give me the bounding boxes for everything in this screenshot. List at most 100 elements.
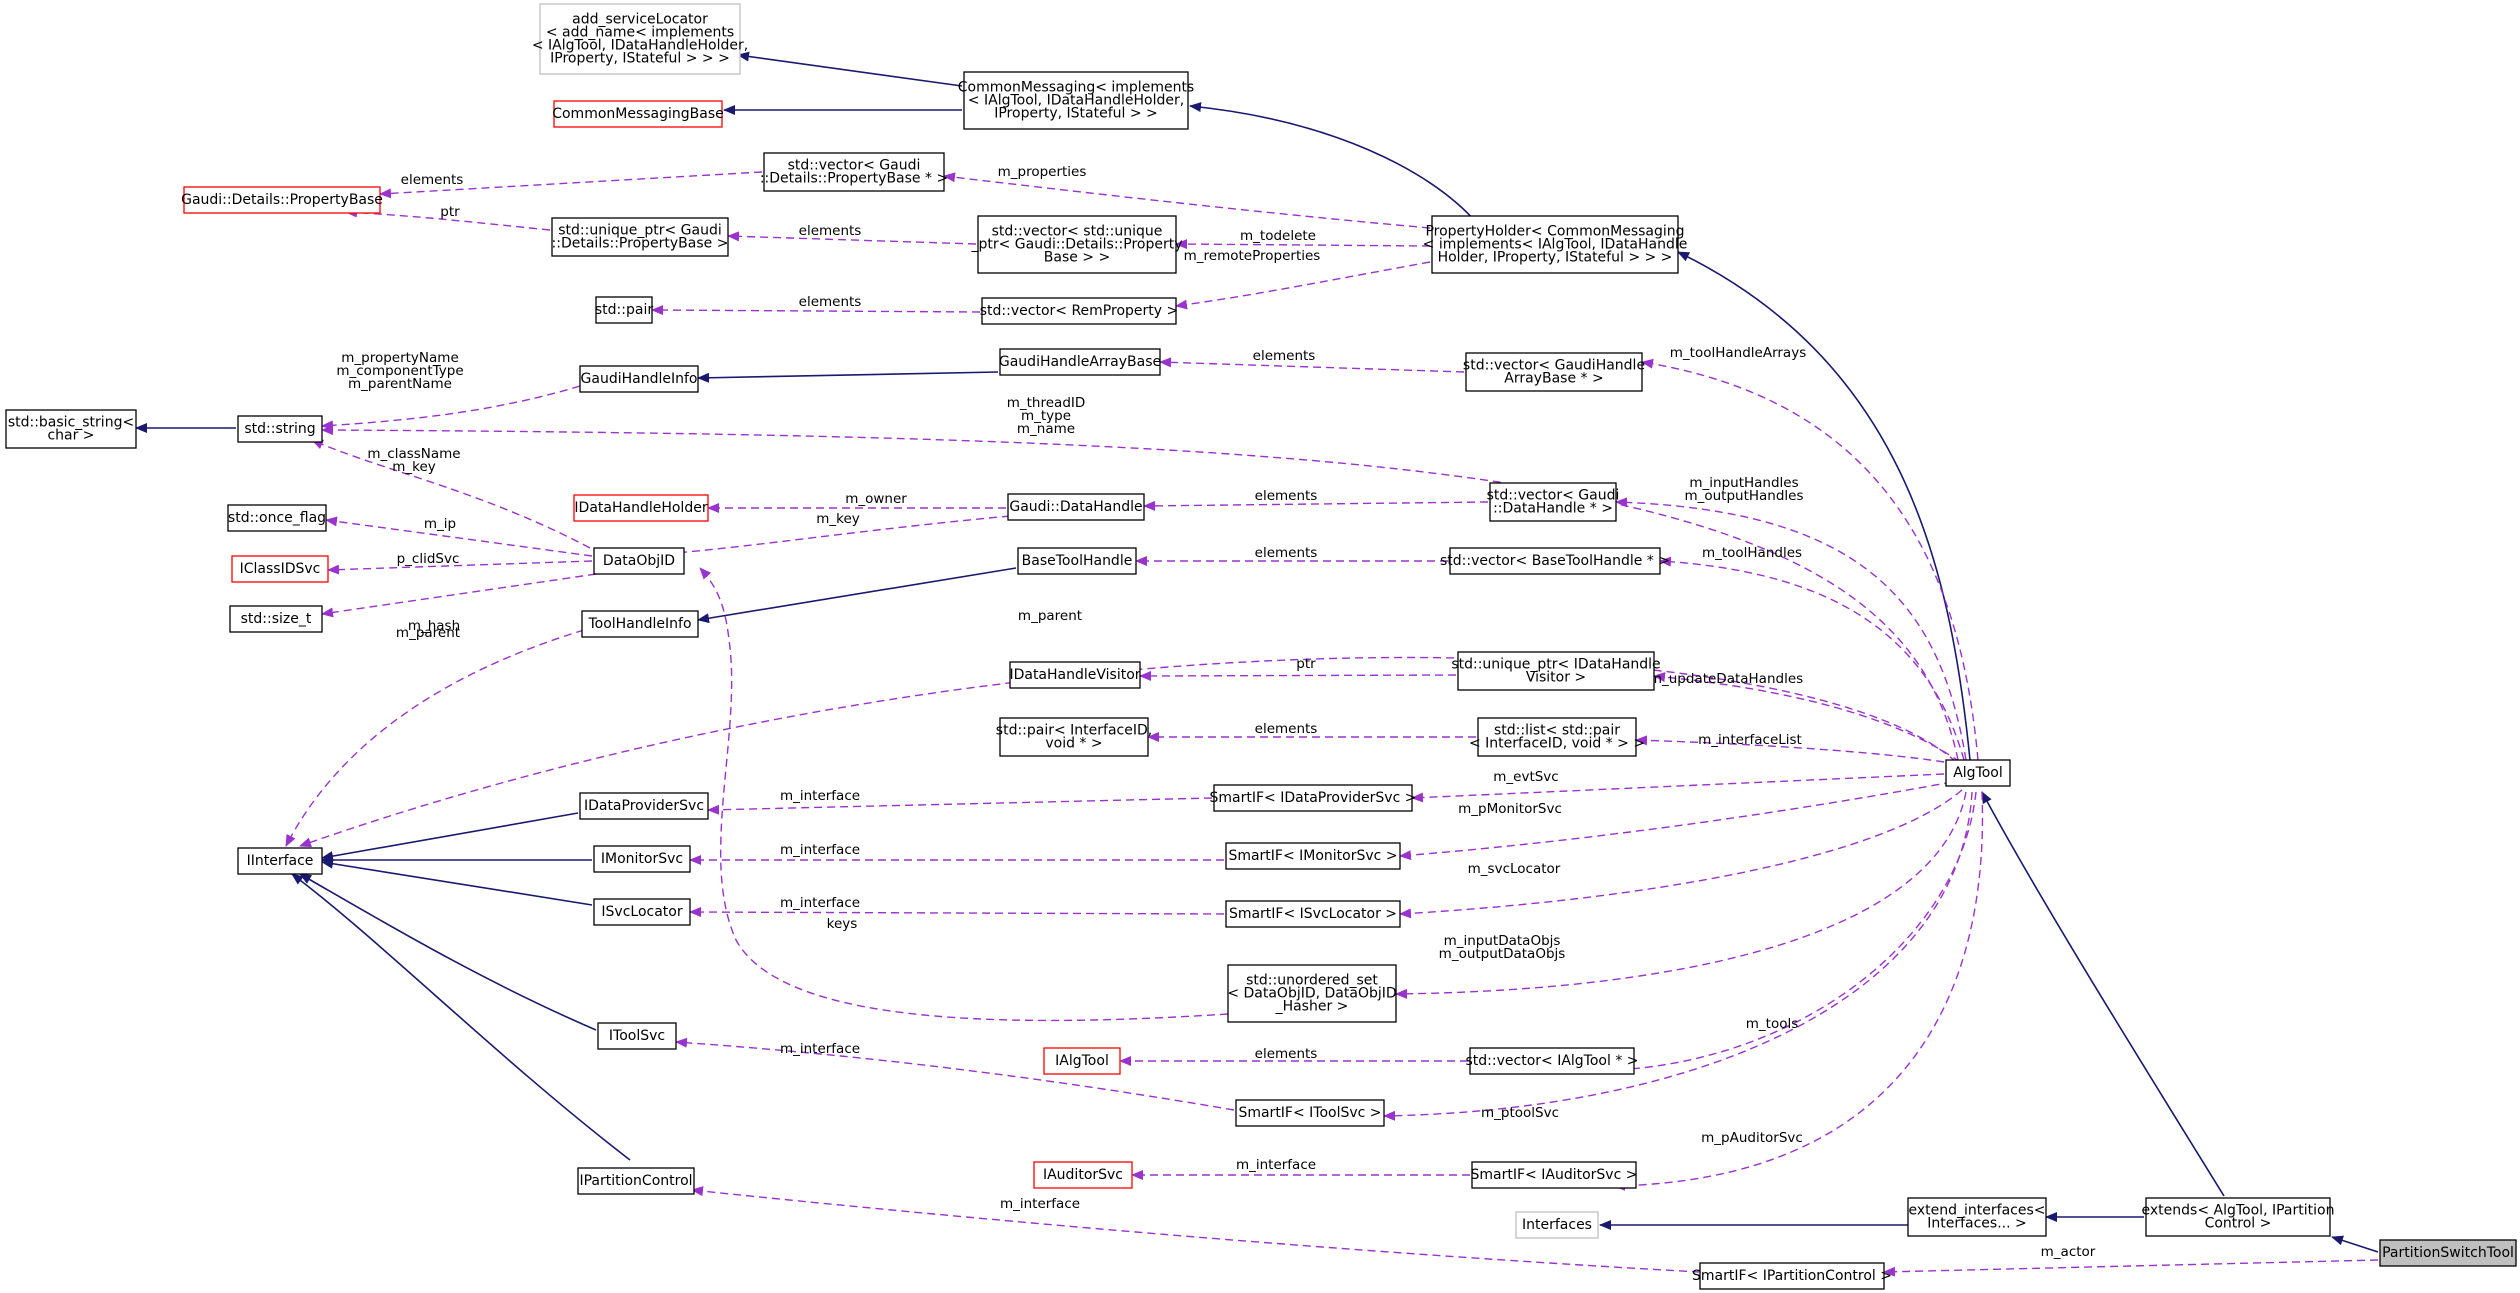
node-vector-datahandle[interactable]: std::vector< Gaudi::DataHandle * > — [1487, 482, 1620, 522]
node-add-servicelocator[interactable]: add_serviceLocator< add_name< implements… — [532, 3, 748, 75]
node-gaudihandleinfo[interactable]: GaudiHandleInfo — [579, 365, 699, 393]
node-idatahandleholder-box — [573, 494, 709, 522]
edge-vecuniquepropertybase-uniquepropertybase — [727, 231, 977, 245]
node-imonitorsvc[interactable]: IMonitorSvc — [593, 845, 691, 873]
node-pair-interfaceid[interactable]: std::pair< InterfaceID,void * > — [996, 717, 1152, 757]
node-partitionswitchtool[interactable]: PartitionSwitchTool — [2379, 1239, 2517, 1267]
node-basetoolhandle[interactable]: BaseToolHandle — [1017, 547, 1137, 575]
edge-algtool-smartifmonitor — [1399, 781, 1953, 861]
node-vector-basetoolhandle[interactable]: std::vector< BaseToolHandle * > — [1440, 547, 1670, 575]
node-toolhandleinfo[interactable]: ToolHandleInfo — [581, 610, 699, 638]
node-list-pair[interactable]: std::list< std::pair< InterfaceID, void … — [1469, 717, 1645, 757]
node-std-pair-label: std::pair — [595, 302, 653, 318]
node-vector-gaudihandlearraybase[interactable]: std::vector< GaudiHandleArrayBase * > — [1463, 352, 1645, 392]
node-add-servicelocator-label: IProperty, IStateful > > > — [550, 51, 730, 67]
node-interfaces-box — [1515, 1211, 1599, 1239]
node-basic-string[interactable]: std::basic_string<char > — [5, 409, 137, 449]
edge-label-m-pauditorsvc-line: m_pAuditorSvc — [1701, 1130, 1803, 1146]
node-idatahandlevisitor[interactable]: IDataHandleVisitor — [1009, 661, 1141, 689]
node-commonmessaging-label: IProperty, IStateful > > — [994, 106, 1158, 122]
node-isvclocator-box — [593, 898, 691, 926]
edge-label-elements-2-line: elements — [799, 223, 862, 239]
node-interfaces[interactable]: Interfaces — [1515, 1211, 1599, 1239]
node-unique-propertybase[interactable]: std::unique_ptr< Gaudi::Details::Propert… — [551, 217, 729, 257]
node-vector-remproperty-box — [981, 297, 1177, 325]
node-smartif-isvclocator-label: SmartIF< ISvcLocator > — [1229, 906, 1397, 922]
node-commonmessagingbase[interactable]: CommonMessagingBase — [552, 100, 724, 128]
node-vector-propertybase[interactable]: std::vector< Gaudi::Details::PropertyBas… — [760, 152, 948, 192]
node-gaudi-datahandle-label: Gaudi::DataHandle — [1009, 499, 1142, 515]
node-commonmessaging[interactable]: CommonMessaging< implements< IAlgTool, I… — [958, 71, 1194, 130]
node-iclassidsvc-box — [231, 555, 329, 583]
edge-label-m-svclocator-line: m_svcLocator — [1468, 861, 1561, 877]
edge-label-m-ip: m_ip — [424, 516, 456, 532]
node-vector-ialgtool-box — [1469, 1047, 1635, 1075]
edge-label-m-interface-3: m_interface — [780, 895, 860, 911]
node-propertybase[interactable]: Gaudi::Details::PropertyBase — [181, 186, 383, 214]
node-iauditorsvc[interactable]: IAuditorSvc — [1033, 1161, 1133, 1189]
edge-label-m-interface-3-line: m_interface — [780, 895, 860, 911]
node-dataobjid[interactable]: DataObjID — [593, 547, 685, 575]
node-isvclocator[interactable]: ISvcLocator — [593, 898, 691, 926]
node-algtool-box — [1945, 759, 2011, 787]
edge-label-m-remoteproperties: m_remoteProperties — [1184, 248, 1321, 264]
node-smartif-iauditorsvc[interactable]: SmartIF< IAuditorSvc > — [1471, 1161, 1638, 1189]
edge-label-m-updatedatahandles-line: m_updateDataHandles — [1649, 671, 1803, 687]
edge-smartifdataprovider-idataprovidersvc — [707, 797, 1213, 815]
node-isvclocator-label: ISvcLocator — [601, 904, 682, 920]
edge-label-ptr-2: ptr — [1296, 656, 1316, 672]
node-commonmessagingbase-label: CommonMessagingBase — [552, 106, 724, 122]
node-size-t[interactable]: std::size_t — [229, 605, 323, 633]
node-vector-basetoolhandle-label: std::vector< BaseToolHandle * > — [1440, 553, 1670, 569]
node-smartif-isvclocator[interactable]: SmartIF< ISvcLocator > — [1225, 900, 1401, 928]
edge-label-m-ptoolsvc: m_ptoolSvc — [1481, 1105, 1559, 1121]
edge-label-m-hash-line: m_hash — [408, 618, 460, 634]
node-idataprovidersvc-box — [579, 792, 709, 820]
node-algtool[interactable]: AlgTool — [1945, 759, 2011, 787]
node-ipartitioncontrol[interactable]: IPartitionControl — [577, 1167, 695, 1195]
edge-label-m-properties-line: m_properties — [998, 164, 1087, 180]
node-extends-algtool[interactable]: extends< AlgTool, IPartitionControl > — [2142, 1197, 2335, 1237]
node-gaudi-datahandle[interactable]: Gaudi::DataHandle — [1007, 493, 1145, 521]
edge-label-m-interface-6: m_interface — [1000, 1196, 1080, 1212]
edge-label-elements-1: elements — [401, 172, 464, 188]
node-smartif-ipartitioncontrol-box — [1699, 1262, 1885, 1290]
node-iinterface[interactable]: IInterface — [237, 847, 323, 875]
node-gaudihandlearraybase[interactable]: GaudiHandleArrayBase — [999, 348, 1161, 376]
node-unique-propertybase-label: ::Details::PropertyBase > — [552, 236, 729, 252]
edge-algtool-unorderedset — [1395, 791, 1967, 999]
node-iauditorsvc-box — [1033, 1161, 1133, 1189]
node-idatahandleholder[interactable]: IDataHandleHolder — [573, 494, 709, 522]
node-propertyholder[interactable]: PropertyHolder< CommonMessaging< impleme… — [1423, 215, 1688, 274]
node-extends-algtool-box — [2145, 1197, 2331, 1237]
node-itoolsvc[interactable]: IToolSvc — [597, 1022, 677, 1050]
node-smartif-ipartitioncontrol[interactable]: SmartIF< IPartitionControl > — [1692, 1262, 1892, 1290]
edge-label-elements-5-line: elements — [1255, 488, 1318, 504]
node-unique-datahandlevisitor[interactable]: std::unique_ptr< IDataHandleVisitor > — [1451, 651, 1661, 691]
node-list-pair-label: < InterfaceID, void * > > — [1469, 736, 1645, 752]
node-add-servicelocator-label: < add_name< implements — [546, 25, 734, 41]
node-gaudihandlearraybase-label: GaudiHandleArrayBase — [999, 354, 1161, 370]
node-vector-remproperty[interactable]: std::vector< RemProperty > — [980, 297, 1178, 325]
node-std-pair[interactable]: std::pair — [595, 296, 653, 324]
node-ipartitioncontrol-box — [577, 1167, 695, 1195]
node-vector-ialgtool[interactable]: std::vector< IAlgTool * > — [1466, 1047, 1639, 1075]
edge-vecpropertybase-propertybase — [379, 171, 763, 199]
node-once-flag[interactable]: std::once_flag — [227, 504, 327, 532]
node-smartif-imonitorsvc[interactable]: SmartIF< IMonitorSvc > — [1225, 842, 1401, 870]
node-idataprovidersvc[interactable]: IDataProviderSvc — [579, 792, 709, 820]
node-vector-unique-propertybase[interactable]: std::vector< std::unique_ptr< Gaudi::Det… — [970, 215, 1183, 274]
node-unordered-set[interactable]: std::unordered_set< DataObjID, DataObjID… — [1227, 964, 1397, 1023]
edge-label-m-toolhandlearrays: m_toolHandleArrays — [1670, 345, 1806, 361]
node-dataobjid-box — [593, 547, 685, 575]
node-gaudihandleinfo-label: GaudiHandleInfo — [581, 371, 698, 387]
node-smartif-itoolsvc[interactable]: SmartIF< IToolSvc > — [1235, 1099, 1385, 1127]
node-extend-interfaces[interactable]: extend_interfaces<Interfaces... > — [1907, 1197, 2047, 1237]
node-smartif-idataprovidersvc[interactable]: SmartIF< IDataProviderSvc > — [1210, 784, 1417, 812]
node-ialgtool[interactable]: IAlgTool — [1043, 1047, 1121, 1075]
edge-label-m-interface-2-line: m_interface — [780, 842, 860, 858]
node-smartif-idataprovidersvc-box — [1213, 784, 1413, 812]
node-iclassidsvc[interactable]: IClassIDSvc — [231, 555, 329, 583]
node-std-string[interactable]: std::string — [237, 415, 323, 443]
